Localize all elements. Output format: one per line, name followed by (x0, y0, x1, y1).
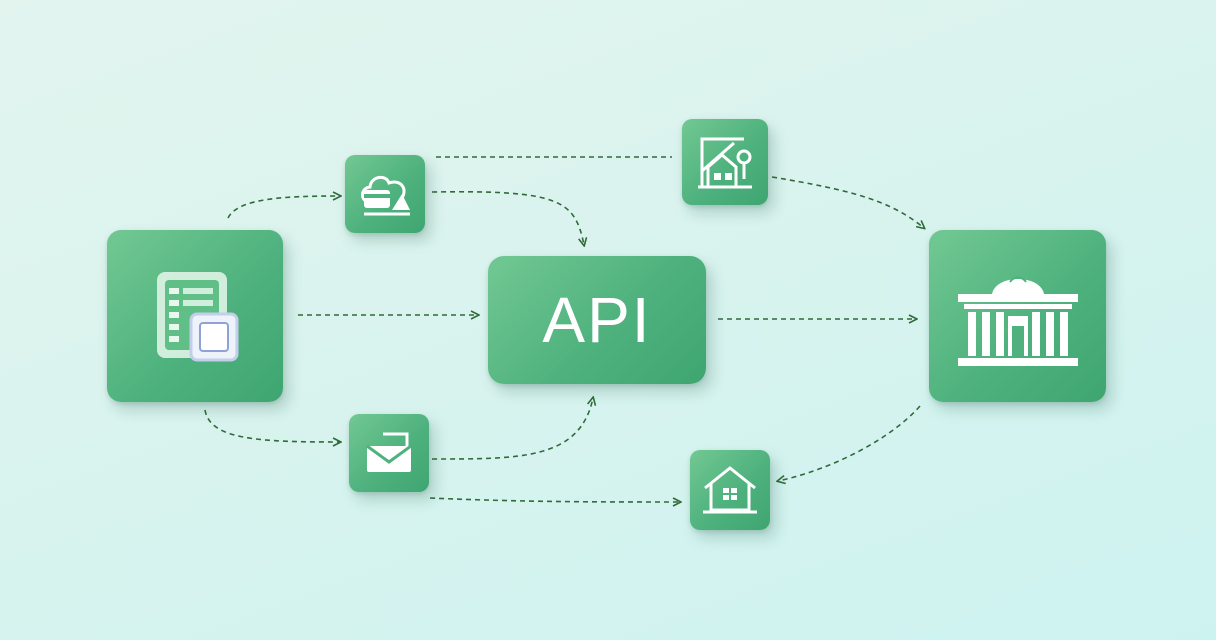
edge-database-to-cloud (227, 196, 340, 219)
edge-cloud-to-api (431, 190, 584, 245)
edge-bank-to-home (778, 405, 921, 481)
cloud-payment-icon (361, 175, 410, 216)
property-listing-node[interactable] (682, 119, 768, 205)
envelope-icon (366, 432, 412, 472)
mail-node[interactable] (349, 414, 429, 492)
edge-property-to-bank (771, 176, 924, 228)
cloud-payment-node[interactable] (345, 155, 425, 233)
edge-mail-to-home (429, 497, 680, 502)
database-form-icon (157, 272, 239, 362)
home-node[interactable] (690, 450, 770, 530)
api-label: API (542, 284, 652, 356)
api-node[interactable]: API (488, 256, 706, 384)
bank-node[interactable] (929, 230, 1106, 402)
edge-database-to-mail (204, 409, 340, 442)
edge-mail-to-api (431, 398, 593, 460)
bank-building-icon (957, 276, 1078, 366)
house-icon (703, 466, 757, 514)
database-form-node[interactable] (107, 230, 283, 402)
property-plan-icon (698, 137, 752, 189)
